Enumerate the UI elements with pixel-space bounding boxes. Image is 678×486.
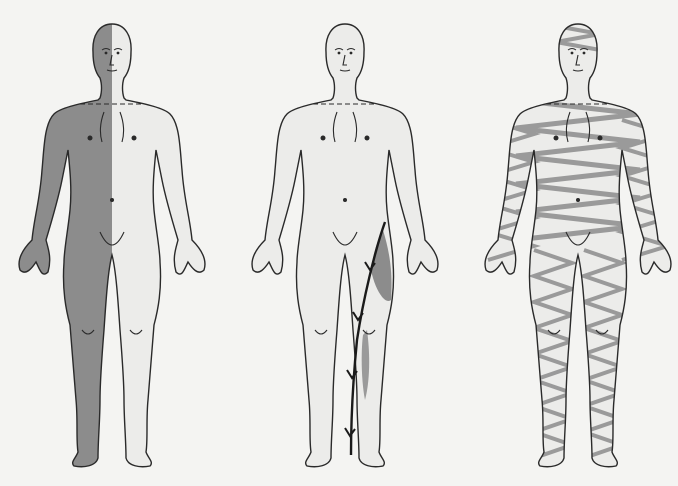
figure-zigzag	[485, 24, 671, 467]
figure-hemibody	[12, 0, 205, 480]
figure-dermatomal-leg	[252, 24, 438, 467]
arrow-down-icon	[345, 428, 355, 436]
